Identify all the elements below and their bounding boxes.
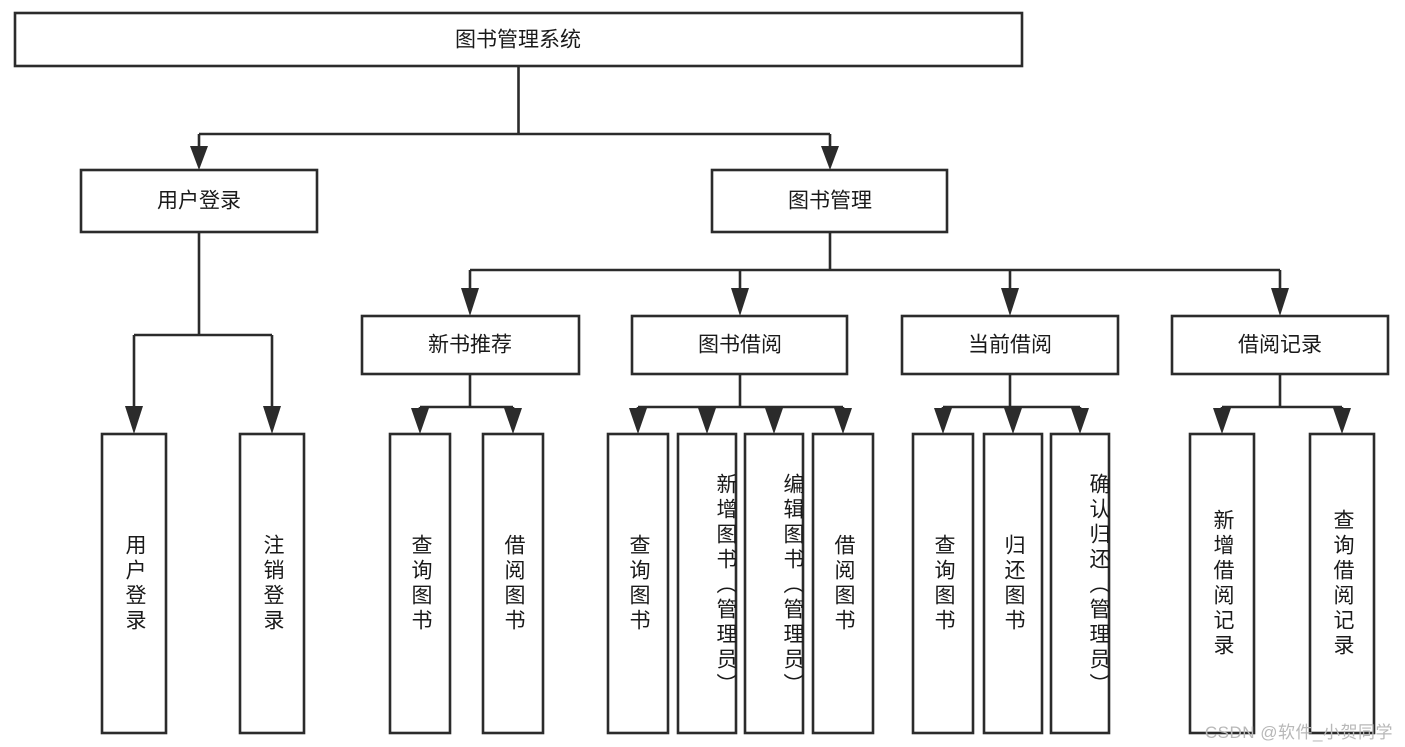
arrow-to-leaf-query-book-3 [934,408,952,434]
node-book-borrow[interactable]: 图书借阅 [630,314,849,376]
node-leaf-user-login-box[interactable] [100,432,168,735]
node-current-borrow[interactable]: 当前借阅 [900,314,1120,376]
node-leaf-query-book-2-box[interactable] [606,432,670,735]
node-leaf-confirm-return-box[interactable] [1049,432,1111,735]
node-leaf-borrow-book-1-box[interactable] [481,432,545,735]
node-borrow-record-label: 借阅记录 [1238,334,1322,357]
node-user-login-box[interactable] [79,168,319,234]
node-leaf-borrow-book-2-box[interactable] [811,432,875,735]
node-book-manage-label: 图书管理 [788,190,872,213]
arrow-to-leaf-add-record [1213,408,1231,434]
arrow-to-leaf-query-book-1 [411,408,429,434]
node-leaf-return-book-box[interactable] [982,432,1044,735]
node-borrow-record[interactable]: 借阅记录 [1170,314,1390,376]
arrow-to-leaf-confirm-return [1071,408,1089,434]
arrow-to-current-borrow [1001,288,1019,316]
node-new-book-rec[interactable]: 新书推荐 [360,314,581,376]
node-borrow-record-box[interactable] [1170,314,1390,376]
connector-group [125,66,1351,434]
node-new-book-rec-label: 新书推荐 [428,334,512,357]
level3-group: 新书推荐 图书借阅 当前借阅 借阅记录 [360,314,1390,376]
node-book-borrow-box[interactable] [630,314,849,376]
node-current-borrow-label: 当前借阅 [968,334,1052,357]
arrow-to-leaf-query-book-2 [629,408,647,434]
node-leaf-user-logout-box[interactable] [238,432,306,735]
arrow-to-new-book-rec [461,288,479,316]
node-leaf-add-record-box[interactable] [1188,432,1256,735]
arrow-to-borrow-record [1271,288,1289,316]
arrow-to-leaf-edit-book [765,408,783,434]
node-leaf-query-book-3-box[interactable] [911,432,975,735]
node-root[interactable]: 图书管理系统 [13,11,1024,68]
arrow-to-leaf-borrow-book-2 [834,408,852,434]
node-user-login-label: 用户登录 [157,190,241,213]
arrow-to-leaf-user-logout [263,406,281,434]
node-new-book-rec-box[interactable] [360,314,581,376]
node-leaf-edit-book-box[interactable] [743,432,805,735]
node-current-borrow-box[interactable] [900,314,1120,376]
arrow-to-leaf-add-book [698,408,716,434]
node-leaf-query-record-box[interactable] [1308,432,1376,735]
arrow-to-leaf-return-book [1004,408,1022,434]
node-user-login[interactable]: 用户登录 [79,168,319,234]
arrow-to-user-login [190,146,208,170]
node-book-manage-box[interactable] [710,168,949,234]
node-leaf-add-book-box[interactable] [676,432,738,735]
leaf-group [100,432,1376,735]
node-root-label: 图书管理系统 [455,29,581,52]
level2-group: 用户登录 图书管理 [79,168,949,234]
node-book-manage[interactable]: 图书管理 [710,168,949,234]
arrow-to-leaf-borrow-book-1 [504,408,522,434]
arrow-to-leaf-query-record [1333,408,1351,434]
arrow-to-leaf-user-login [125,406,143,434]
node-book-borrow-label: 图书借阅 [698,334,782,357]
node-root-box[interactable] [13,11,1024,68]
arrow-to-book-manage [821,146,839,170]
node-leaf-query-book-1-box[interactable] [388,432,452,735]
arrow-to-book-borrow [731,288,749,316]
